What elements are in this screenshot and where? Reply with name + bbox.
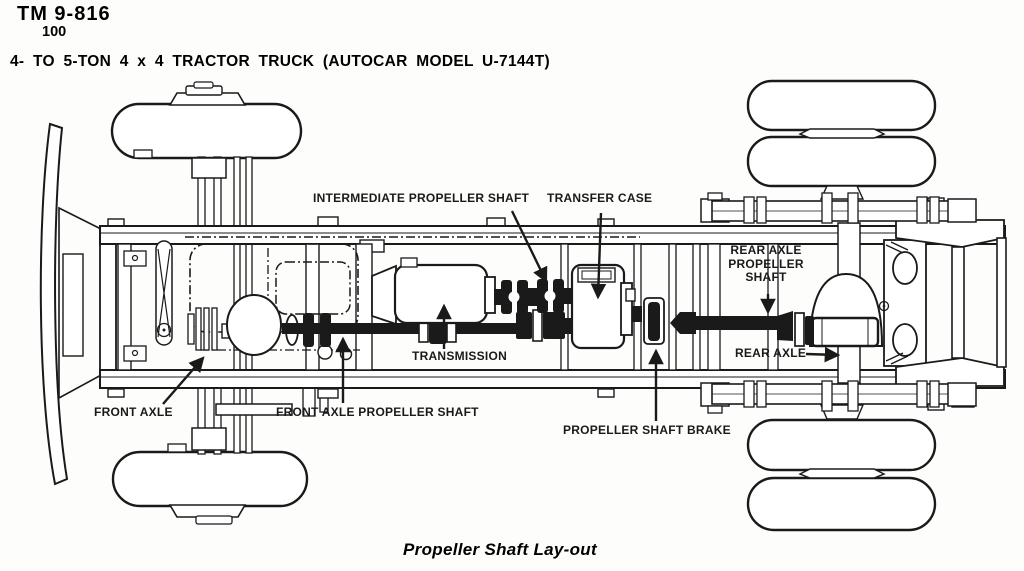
label-front-axle: FRONT AXLE bbox=[94, 405, 173, 419]
label-rear-axle: REAR AXLE bbox=[735, 346, 807, 360]
label-transmission: TRANSMISSION bbox=[412, 349, 508, 363]
callout-arrows bbox=[162, 210, 841, 421]
transfer-case-body bbox=[570, 263, 636, 350]
label-propeller-shaft-brake: PROPELLER SHAFT BRAKE bbox=[563, 423, 731, 437]
propeller-shaft-brake-disc bbox=[643, 297, 665, 345]
page-number: 100 bbox=[42, 24, 67, 40]
propeller-shafts bbox=[187, 257, 814, 361]
front-bumper bbox=[39, 122, 104, 486]
label-rear-axle-propeller-shaft: REAR AXLE PROPELLER SHAFT bbox=[728, 243, 804, 284]
chassis-frame bbox=[99, 216, 1006, 399]
page-title: 4- TO 5-TON 4 x 4 TRACTOR TRUCK (AUTOCAR… bbox=[10, 53, 550, 70]
front-wheels bbox=[110, 81, 309, 525]
rear-frame-end bbox=[883, 197, 1007, 411]
manual-number: TM 9-816 bbox=[17, 3, 111, 25]
rear-wheels bbox=[746, 79, 937, 532]
transmission-body bbox=[371, 257, 496, 326]
label-intermediate-propeller-shaft: INTERMEDIATE PROPELLER SHAFT bbox=[313, 191, 530, 205]
figure-caption: Propeller Shaft Lay-out bbox=[403, 540, 597, 559]
label-front-axle-propeller-shaft: FRONT AXLE PROPELLER SHAFT bbox=[276, 405, 479, 419]
label-transfer-case: TRANSFER CASE bbox=[547, 191, 653, 205]
rear-axle-assembly bbox=[700, 185, 977, 420]
